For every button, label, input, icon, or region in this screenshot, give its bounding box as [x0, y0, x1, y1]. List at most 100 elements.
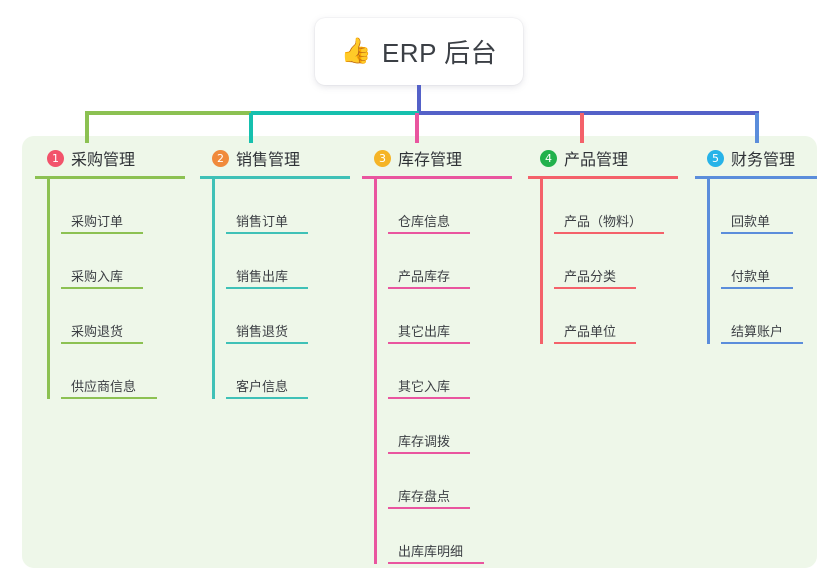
- branch-item[interactable]: 付款单: [709, 234, 817, 289]
- root-stem-connector: [417, 85, 421, 113]
- branch-column-5: 5 财务管理回款单付款单结算账户: [695, 146, 817, 344]
- branch-item-label: 付款单: [731, 269, 771, 284]
- drop-connector-5: [755, 113, 759, 143]
- branch-item-rule: [226, 232, 308, 234]
- branch-item-label: 出库库明细: [398, 544, 464, 559]
- branch-item-label: 库存调拨: [398, 434, 451, 449]
- branch-column-3: 3 库存管理仓库信息产品库存其它出库其它入库库存调拨库存盘点出库库明细: [362, 146, 512, 564]
- branch-item-rule: [721, 342, 803, 344]
- root-node[interactable]: 👍 ERP 后台: [315, 18, 523, 85]
- branch-item-rule: [61, 287, 143, 289]
- branch-header-rule: [35, 176, 185, 179]
- branch-item-rule: [61, 342, 143, 344]
- branch-item-rule: [721, 287, 793, 289]
- branch-item-label: 销售订单: [236, 214, 289, 229]
- branch-item-rule: [61, 232, 143, 234]
- branch-item[interactable]: 回款单: [709, 179, 817, 234]
- branch-header-3[interactable]: 3 库存管理: [362, 146, 512, 170]
- branch-item-label: 客户信息: [236, 379, 289, 394]
- branch-header-2[interactable]: 2 销售管理: [200, 146, 350, 170]
- branch-item[interactable]: 其它出库: [376, 289, 512, 344]
- branch-item-label: 采购入库: [71, 269, 124, 284]
- branch-header-1[interactable]: 1 采购管理: [35, 146, 185, 170]
- branch-item[interactable]: 结算账户: [709, 289, 817, 344]
- branch-item-label: 产品库存: [398, 269, 451, 284]
- branch-item[interactable]: 供应商信息: [49, 344, 185, 399]
- branch-item[interactable]: 销售退货: [214, 289, 350, 344]
- branch-item-rule: [721, 232, 793, 234]
- branch-item-label: 其它入库: [398, 379, 451, 394]
- branch-item[interactable]: 产品分类: [542, 234, 678, 289]
- branch-item-rule: [61, 397, 157, 399]
- branch-item-label: 其它出库: [398, 324, 451, 339]
- branch-spine: [212, 179, 215, 399]
- branch-item-label: 回款单: [731, 214, 771, 229]
- branch-item[interactable]: 采购入库: [49, 234, 185, 289]
- branch-header-5[interactable]: 5 财务管理: [695, 146, 817, 170]
- branch-column-4: 4 产品管理产品（物料） 产品分类产品单位: [528, 146, 678, 344]
- branch-number-badge: 4: [540, 149, 557, 167]
- branch-item-label: 供应商信息: [71, 379, 137, 394]
- branch-item-rule: [226, 287, 308, 289]
- drop-connector-3: [415, 113, 419, 143]
- branch-title: 销售管理: [236, 152, 301, 169]
- branch-item[interactable]: 采购订单: [49, 179, 185, 234]
- branch-spine: [374, 179, 377, 564]
- branch-spine: [540, 179, 543, 344]
- branch-items-1: 采购订单采购入库采购退货供应商信息: [35, 179, 185, 399]
- branch-item[interactable]: 销售订单: [214, 179, 350, 234]
- branch-item-label: 结算账户: [731, 324, 784, 339]
- branch-item-label: 库存盘点: [398, 489, 451, 504]
- branch-item[interactable]: 采购退货: [49, 289, 185, 344]
- bus-segment-2: [251, 111, 419, 115]
- branch-item[interactable]: 出库库明细: [376, 509, 512, 564]
- branch-title: 财务管理: [731, 152, 796, 169]
- branch-item-label: 采购订单: [71, 214, 124, 229]
- branch-item-rule: [226, 342, 308, 344]
- branch-item-label: 采购退货: [71, 324, 124, 339]
- drop-connector-2: [249, 113, 253, 143]
- drop-connector-4: [580, 113, 584, 143]
- branch-item-rule: [388, 287, 470, 289]
- branch-item-rule: [388, 397, 470, 399]
- branch-item[interactable]: 产品库存: [376, 234, 512, 289]
- branch-number-badge: 2: [212, 149, 229, 167]
- thumbs-up-icon: 👍: [340, 37, 372, 65]
- branch-spine: [707, 179, 710, 344]
- branch-item-label: 产品（物料）: [564, 214, 643, 229]
- branch-item[interactable]: 产品（物料）: [542, 179, 678, 234]
- branch-number-badge: 5: [707, 149, 724, 167]
- branch-item[interactable]: 产品单位: [542, 289, 678, 344]
- branch-number-badge: 3: [374, 149, 391, 167]
- branch-title: 产品管理: [564, 152, 629, 169]
- branch-items-2: 销售订单销售出库销售退货客户信息: [200, 179, 350, 399]
- branch-item[interactable]: 库存调拨: [376, 399, 512, 454]
- branch-title: 库存管理: [398, 152, 463, 169]
- diagram-background-panel: [22, 136, 817, 568]
- branch-header-4[interactable]: 4 产品管理: [528, 146, 678, 170]
- branch-number-badge: 1: [47, 149, 64, 167]
- branch-item[interactable]: 仓库信息: [376, 179, 512, 234]
- branch-column-1: 1 采购管理采购订单采购入库采购退货供应商信息: [35, 146, 185, 399]
- branch-item-label: 产品单位: [564, 324, 617, 339]
- branch-spine: [47, 179, 50, 399]
- branch-item-label: 仓库信息: [398, 214, 451, 229]
- branch-item-rule: [554, 232, 664, 234]
- branch-items-3: 仓库信息产品库存其它出库其它入库库存调拨库存盘点出库库明细: [362, 179, 512, 564]
- branch-item[interactable]: 客户信息: [214, 344, 350, 399]
- branch-item[interactable]: 库存盘点: [376, 454, 512, 509]
- branch-item-rule: [388, 562, 484, 564]
- branch-item-rule: [226, 397, 308, 399]
- branch-title: 采购管理: [71, 152, 136, 169]
- branch-item-label: 产品分类: [564, 269, 617, 284]
- branch-items-5: 回款单付款单结算账户: [695, 179, 817, 344]
- branch-item-label: 销售出库: [236, 269, 289, 284]
- branch-item[interactable]: 其它入库: [376, 344, 512, 399]
- branch-header-rule: [200, 176, 350, 179]
- bus-segment-1: [85, 111, 251, 115]
- branch-item-rule: [388, 342, 470, 344]
- branch-item[interactable]: 销售出库: [214, 234, 350, 289]
- branch-column-2: 2 销售管理销售订单销售出库销售退货客户信息: [200, 146, 350, 399]
- branch-item-rule: [388, 452, 470, 454]
- branch-header-rule: [362, 176, 512, 179]
